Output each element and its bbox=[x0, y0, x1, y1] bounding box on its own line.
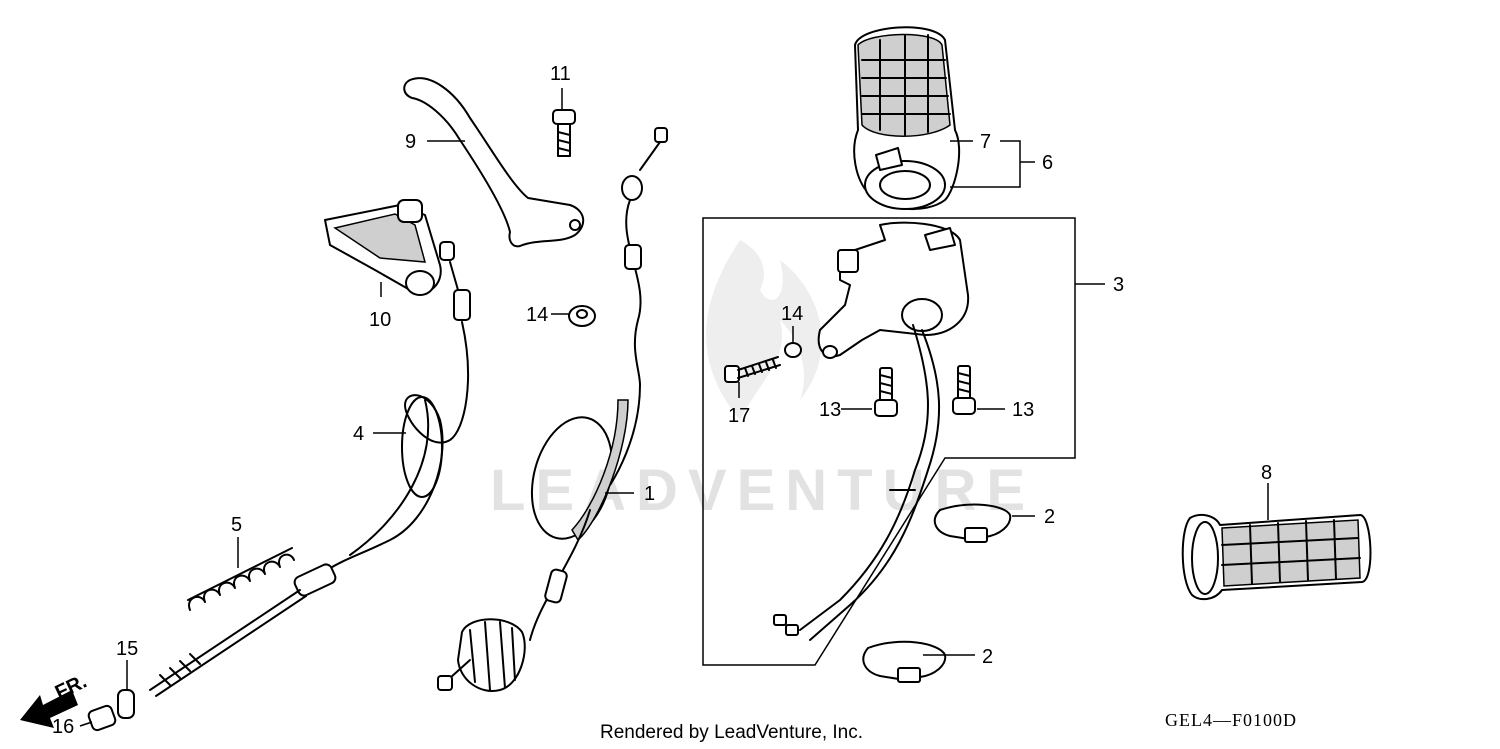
callout-9: 9 bbox=[405, 131, 416, 153]
callout-16: 16 bbox=[52, 716, 74, 738]
part-13-screw-left[interactable] bbox=[874, 367, 898, 417]
part-14-nut-right[interactable] bbox=[784, 342, 802, 358]
callout-14-right: 14 bbox=[781, 303, 803, 325]
callout-2-upper: 2 bbox=[1044, 506, 1055, 528]
leader-lines bbox=[79, 88, 1269, 727]
diagram-code: GEL4—F0100D bbox=[1165, 710, 1297, 730]
callout-7: 7 bbox=[980, 131, 991, 153]
watermark-text: LEADVENTURE bbox=[490, 458, 1035, 523]
part-2-band-lower[interactable] bbox=[862, 640, 947, 683]
part-14-nut-left[interactable] bbox=[568, 305, 596, 327]
watermark-flame-logo bbox=[706, 240, 822, 420]
part-16-adjuster-nut[interactable] bbox=[87, 704, 117, 732]
callout-13-left: 13 bbox=[819, 399, 841, 421]
callout-1: 1 bbox=[644, 483, 655, 505]
part-3-switch-housing[interactable] bbox=[773, 221, 970, 641]
front-arrow-icon bbox=[20, 690, 78, 728]
part-17-screw[interactable] bbox=[724, 356, 781, 383]
part-10-bracket[interactable] bbox=[324, 199, 442, 296]
callout-11: 11 bbox=[550, 63, 571, 85]
callout-13-right: 13 bbox=[1012, 399, 1034, 421]
callout-4: 4 bbox=[353, 423, 364, 445]
part-8-grip[interactable] bbox=[1181, 513, 1372, 601]
part-9-lever[interactable] bbox=[403, 77, 585, 248]
callout-10: 10 bbox=[369, 309, 391, 331]
part-5-spring[interactable] bbox=[187, 547, 295, 611]
callout-14-left: 14 bbox=[526, 304, 548, 326]
rendered-by-credit: Rendered by LeadVenture, Inc. bbox=[600, 722, 863, 743]
part-3-assembly-box bbox=[702, 217, 1076, 666]
part-2-band-upper[interactable] bbox=[933, 503, 1012, 543]
part-11-bolt[interactable] bbox=[552, 109, 576, 157]
part-1-throttle-cable[interactable] bbox=[437, 127, 668, 692]
part-7-throttle-grip[interactable] bbox=[853, 26, 961, 211]
callout-17: 17 bbox=[728, 405, 750, 427]
callout-labels: 1 2 2 3 4 5 6 7 8 9 10 11 13 13 14 14 15… bbox=[52, 63, 1272, 738]
callout-3: 3 bbox=[1113, 274, 1124, 296]
callout-6: 6 bbox=[1042, 152, 1053, 174]
callout-15: 15 bbox=[116, 638, 138, 660]
part-13-screw-right[interactable] bbox=[952, 365, 976, 415]
part-4-cable[interactable] bbox=[149, 241, 471, 697]
callout-2-lower: 2 bbox=[982, 646, 993, 668]
callout-5: 5 bbox=[231, 514, 242, 536]
callout-8: 8 bbox=[1261, 462, 1272, 484]
part-15-joint-pin[interactable] bbox=[117, 689, 135, 719]
